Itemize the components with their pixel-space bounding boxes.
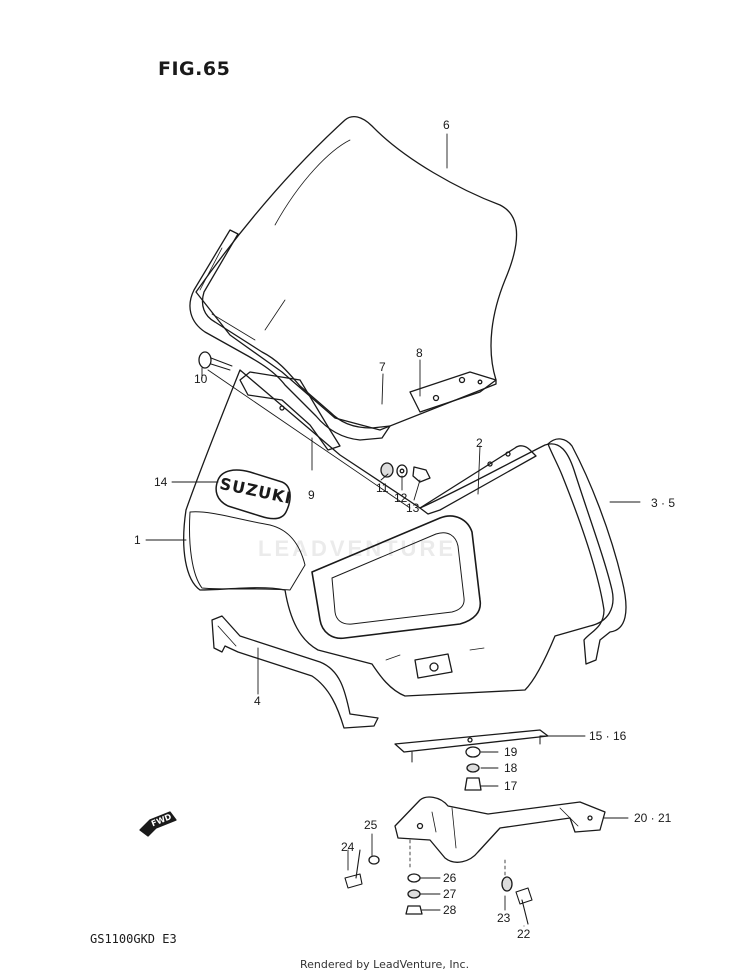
callout-14: 14: [154, 475, 168, 489]
lower-hardware: [344, 839, 533, 925]
callout-2: 2: [476, 436, 483, 450]
windscreen: [195, 115, 518, 431]
hardware-11-13: [380, 462, 431, 483]
callout-7: 7: [379, 360, 386, 374]
callout-28: 28: [443, 903, 457, 917]
callout-20-21: 20 · 21: [634, 811, 672, 825]
callout-1: 1: [134, 533, 141, 547]
callout-23: 23: [497, 911, 511, 925]
main-cowl: [183, 369, 614, 697]
inner-trim: [419, 445, 537, 515]
callout-26: 26: [443, 871, 457, 885]
callout-12: 12: [394, 491, 408, 505]
callout-22: 22: [517, 927, 531, 941]
callout-4: 4: [254, 694, 261, 708]
callout-15-16: 15 · 16: [589, 729, 627, 743]
render-credit: Rendered by LeadVenture, Inc.: [300, 958, 470, 971]
callout-27: 27: [443, 887, 457, 901]
callout-24: 24: [341, 840, 355, 854]
inner-bracket: [409, 371, 497, 413]
fwd-arrow: [139, 811, 177, 837]
figure-title: FIG.65: [158, 58, 231, 80]
hardware-17-19: [464, 746, 482, 791]
emblem: [215, 469, 291, 520]
callout-11: 11: [376, 481, 389, 495]
mounting-stay: [394, 796, 606, 863]
callout-18: 18: [504, 761, 518, 775]
callout-25: 25: [364, 818, 378, 832]
callout-17: 17: [504, 779, 518, 793]
callout-10: 10: [194, 372, 208, 386]
lower-edge-rubber: [211, 615, 379, 729]
model-code: GS1100GKD E3: [90, 932, 177, 946]
bolt-10: [198, 351, 411, 509]
callout-6: 6: [443, 118, 450, 132]
edge-strip: [547, 438, 627, 665]
leader-lines: [145, 133, 641, 927]
callout-19: 19: [504, 745, 518, 759]
side-strip: [239, 371, 341, 451]
callout-13: 13: [406, 501, 420, 515]
callout-8: 8: [416, 346, 423, 360]
windscreen-trim: [189, 229, 391, 441]
callout-9: 9: [308, 488, 315, 502]
callout-3-5: 3 · 5: [651, 496, 676, 510]
